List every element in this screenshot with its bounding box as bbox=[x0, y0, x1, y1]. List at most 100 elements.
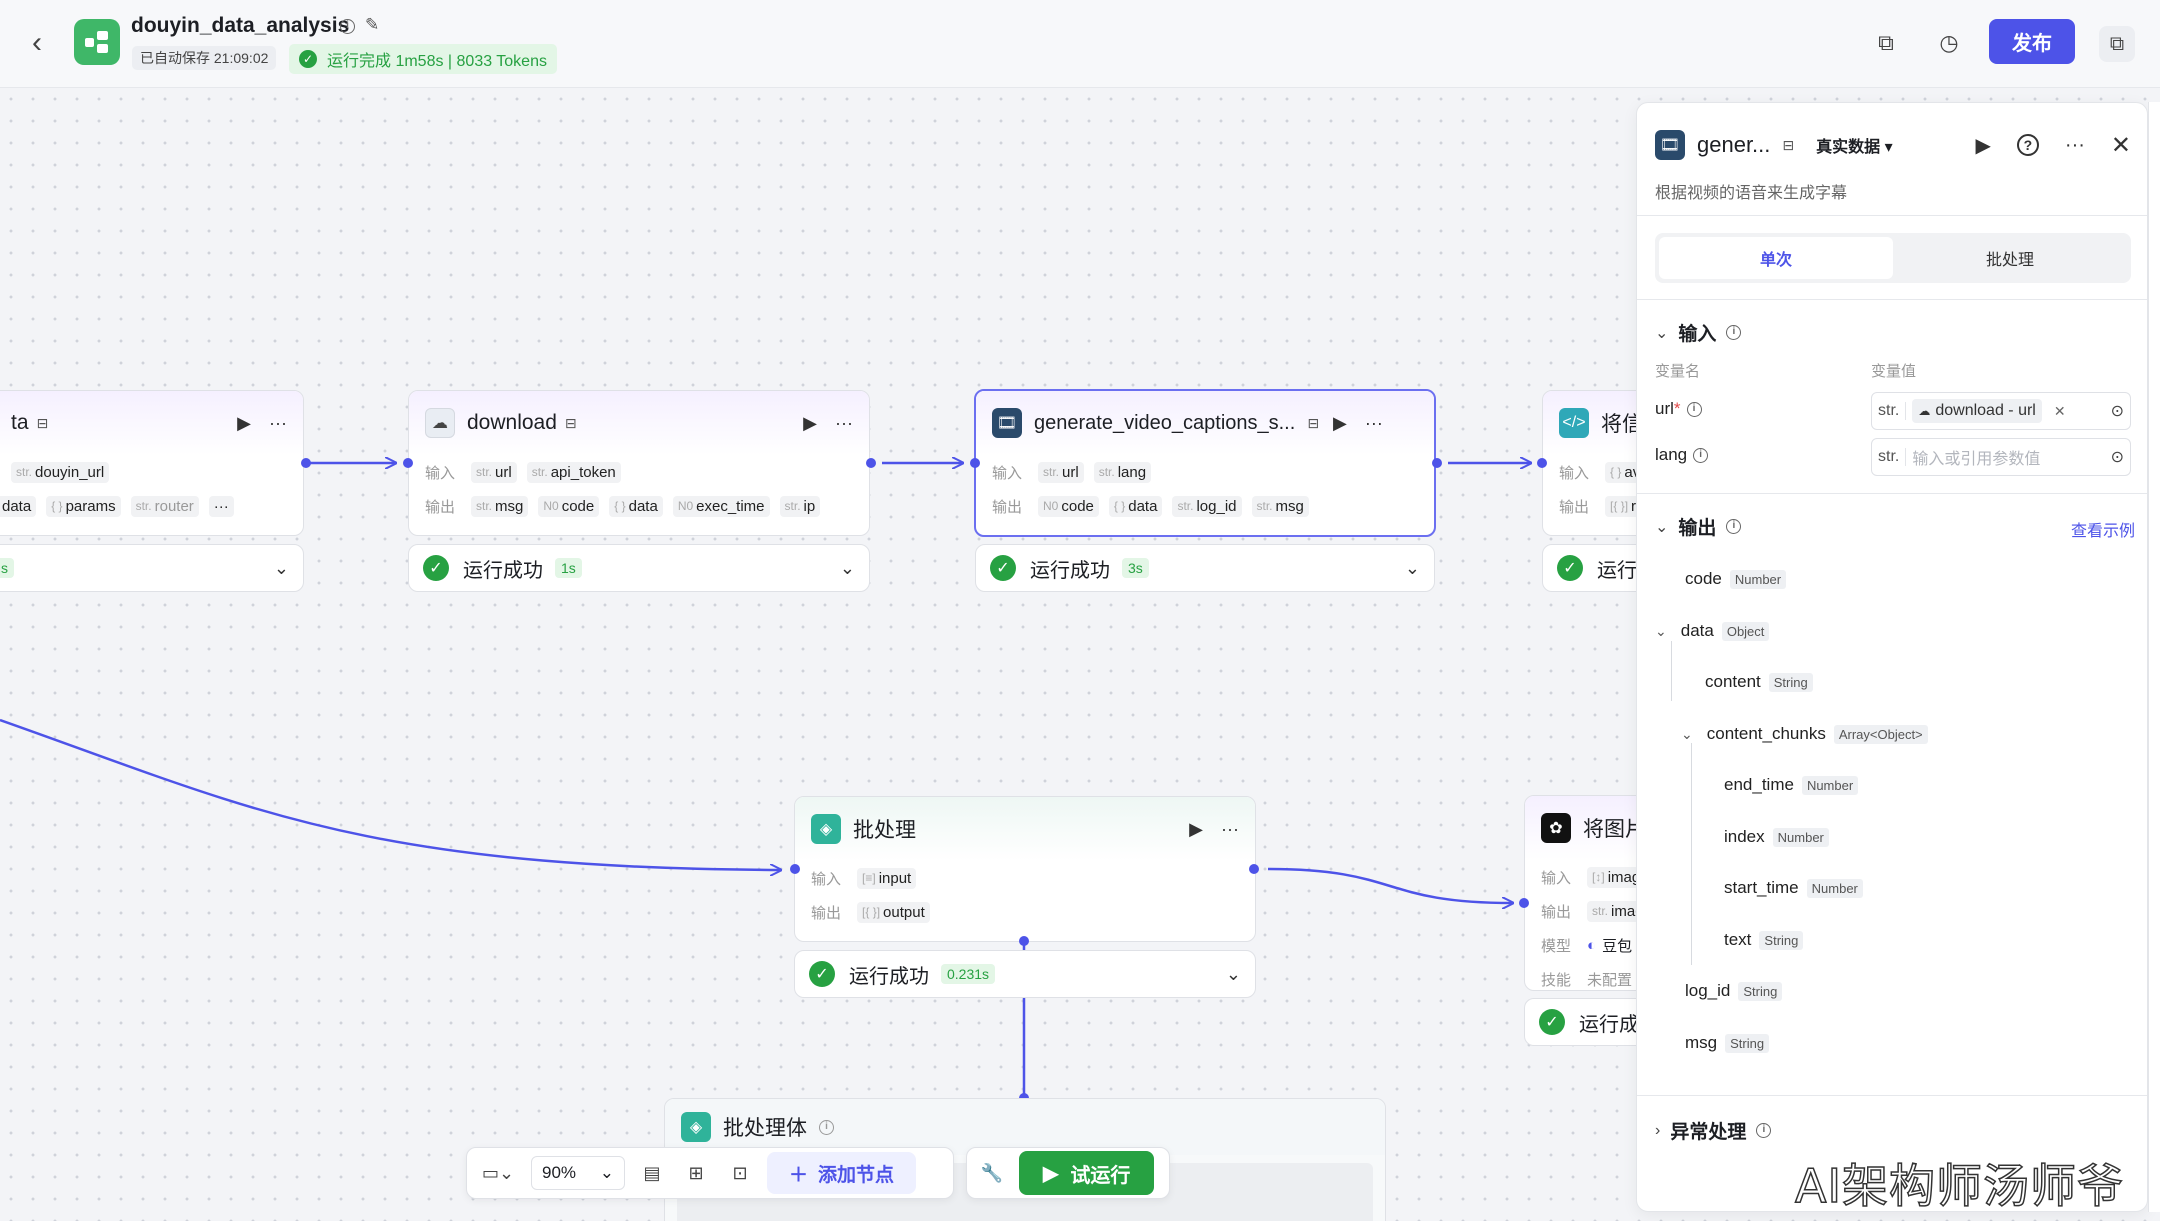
lang-value-field[interactable]: str. 输入或引用参数值 ⊙ bbox=[1871, 438, 2131, 476]
trial-run-button[interactable]: ▶试运行 bbox=[1019, 1151, 1155, 1195]
layers-icon: ◈ bbox=[811, 814, 841, 844]
captions-plugin-icon: 🎞 bbox=[1655, 130, 1685, 160]
tab-single[interactable]: 单次 bbox=[1659, 237, 1893, 279]
view-example-link[interactable]: 查看示例 bbox=[2070, 523, 2135, 540]
download-plugin-icon: ☁ bbox=[425, 408, 455, 438]
clear-icon[interactable]: ✕ bbox=[2053, 402, 2066, 419]
data-mode-select[interactable]: 真实数据 ▾ bbox=[1816, 139, 1893, 156]
close-icon[interactable]: ✕ bbox=[2110, 131, 2131, 159]
autosave-status: 已自动保存 21:09:02 bbox=[132, 46, 277, 70]
more-params-tag[interactable]: ··· bbox=[208, 495, 234, 517]
node-title: 将图片 bbox=[1583, 818, 1646, 841]
input-port[interactable] bbox=[790, 864, 800, 874]
run-toolbar: 🔧 ▶试运行 bbox=[966, 1147, 1170, 1199]
status-text: 运行成功 bbox=[1030, 559, 1110, 582]
more-icon[interactable]: ··· bbox=[1364, 412, 1383, 433]
node-download[interactable]: ☁ download ⊟ ▶··· 输入 str.url str.api_tok… bbox=[408, 390, 870, 536]
info-icon[interactable]: i bbox=[819, 1119, 834, 1135]
edit-icon[interactable]: ✎ bbox=[365, 15, 380, 34]
more-icon[interactable]: ··· bbox=[2064, 133, 2085, 156]
input-port[interactable] bbox=[1537, 458, 1547, 468]
check-circle-icon: ✓ bbox=[423, 555, 449, 581]
input-port[interactable] bbox=[1519, 898, 1529, 908]
chevron-down-icon[interactable]: ⌄ bbox=[1225, 963, 1241, 984]
info-icon[interactable]: i bbox=[1693, 447, 1709, 463]
input-port[interactable] bbox=[403, 458, 413, 468]
info-icon[interactable]: i bbox=[1726, 519, 1742, 534]
reference-icon[interactable]: ⊙ bbox=[2110, 403, 2124, 420]
chevron-down-icon: ⌄ bbox=[1655, 622, 1667, 639]
more-icon[interactable]: ··· bbox=[1221, 818, 1239, 839]
run-time: s bbox=[0, 558, 14, 578]
run-icon[interactable]: ▶ bbox=[1189, 818, 1204, 839]
node-batch-status[interactable]: ✓ 运行成功 0.231s ⌄ bbox=[794, 950, 1256, 998]
output-port[interactable] bbox=[866, 458, 876, 468]
error-handling-header[interactable]: › 异常处理 i bbox=[1655, 1117, 1772, 1144]
top-bar: ‹ douyin_data_analysis i ✎ 已自动保存 21:09:0… bbox=[0, 0, 2160, 88]
url-value-field[interactable]: str. ☁download - url ✕ ⊙ bbox=[1871, 392, 2131, 430]
chevron-down-icon[interactable]: ⌄ bbox=[839, 557, 855, 578]
chevron-down-icon[interactable]: ⌄ bbox=[273, 557, 289, 578]
node-left-partial[interactable]: ta ⊟ ▶··· str.douyin_url data { }params … bbox=[0, 390, 304, 536]
node-left-status[interactable]: s ⌄ bbox=[0, 544, 304, 592]
param-tag: str.msg bbox=[471, 495, 529, 517]
info-icon[interactable]: i bbox=[340, 19, 355, 34]
output-port[interactable] bbox=[1432, 458, 1442, 468]
zoom-select[interactable]: 90%⌄ bbox=[531, 1156, 625, 1190]
layout-icon[interactable]: ⊞ bbox=[688, 1162, 704, 1183]
more-icon[interactable]: ··· bbox=[835, 412, 853, 433]
input-section-header[interactable]: ⌄ 输入 i bbox=[1655, 319, 1742, 346]
col-variable-name: 变量名 bbox=[1655, 363, 1701, 380]
node-captions-status[interactable]: ✓ 运行成功 3s ⌄ bbox=[975, 544, 1435, 592]
param-tag: { }data bbox=[609, 495, 663, 517]
run-icon[interactable]: ▶ bbox=[237, 412, 252, 433]
check-circle-icon: ✓ bbox=[1539, 1009, 1565, 1035]
param-tag: str.url bbox=[1038, 461, 1084, 483]
wrench-icon[interactable]: 🔧 bbox=[980, 1162, 1004, 1183]
skill-value: 未配置 bbox=[1587, 971, 1633, 989]
comment-icon[interactable]: ▤ bbox=[643, 1162, 661, 1183]
param-tag: { }params bbox=[46, 495, 121, 517]
param-tag: str.log_id bbox=[1172, 495, 1242, 517]
output-label: 输出 bbox=[992, 498, 1023, 516]
trial-run-label: 试运行 bbox=[1070, 1164, 1131, 1187]
input-var-url: url* i bbox=[1655, 399, 1702, 419]
history-icon[interactable]: ◷ bbox=[1939, 30, 1959, 55]
add-node-button[interactable]: ＋添加节点 bbox=[767, 1152, 917, 1194]
info-icon[interactable]: i bbox=[1686, 401, 1702, 417]
skill-label: 技能 bbox=[1541, 971, 1572, 989]
bottom-port[interactable] bbox=[1019, 936, 1029, 946]
save-icon: ⊟ bbox=[1782, 136, 1795, 153]
output-port[interactable] bbox=[301, 458, 311, 468]
input-port[interactable] bbox=[970, 458, 980, 468]
tab-batch[interactable]: 批处理 bbox=[1985, 252, 2034, 269]
output-section-header[interactable]: ⌄ 输出 i bbox=[1655, 513, 1742, 540]
layers-icon: ◈ bbox=[681, 1112, 711, 1142]
node-download-status[interactable]: ✓ 运行成功 1s ⌄ bbox=[408, 544, 870, 592]
run-icon[interactable]: ▶ bbox=[1333, 412, 1347, 433]
publish-button[interactable]: 发布 bbox=[1989, 19, 2075, 64]
run-status-text: 运行完成 1m58s | 8033 Tokens bbox=[327, 53, 547, 70]
panel-title: gener... bbox=[1697, 132, 1771, 157]
duplicate-icon[interactable]: ⧉ bbox=[2099, 26, 2135, 62]
help-icon[interactable]: ? bbox=[2016, 134, 2039, 156]
more-icon[interactable]: ··· bbox=[269, 412, 287, 433]
minimap-icon[interactable]: ▭⌄ bbox=[481, 1162, 515, 1183]
run-icon[interactable]: ▶ bbox=[1975, 134, 1991, 157]
output-port[interactable] bbox=[1249, 864, 1259, 874]
info-icon[interactable]: i bbox=[1756, 1123, 1772, 1138]
node-title: generate_video_captions_s... bbox=[1034, 411, 1296, 434]
chevron-down-icon[interactable]: ⌄ bbox=[1404, 557, 1420, 578]
node-generate-video-captions[interactable]: 🎞 generate_video_captions_s... ⊟ ▶··· 输入… bbox=[974, 389, 1436, 537]
run-icon[interactable]: ▶ bbox=[803, 412, 818, 433]
node-batch[interactable]: ◈ 批处理 ▶··· 输入 [≡]input 输出 [{ }]output bbox=[794, 796, 1256, 942]
reference-icon[interactable]: ⊙ bbox=[2110, 449, 2124, 466]
copy-icon[interactable]: ⧉ bbox=[1878, 30, 1894, 55]
back-arrow-icon[interactable]: ‹ bbox=[32, 26, 42, 59]
fit-view-icon[interactable]: ⊡ bbox=[732, 1162, 748, 1183]
info-icon[interactable]: i bbox=[1726, 325, 1742, 340]
reference-tag[interactable]: ☁download - url bbox=[1912, 399, 2042, 423]
